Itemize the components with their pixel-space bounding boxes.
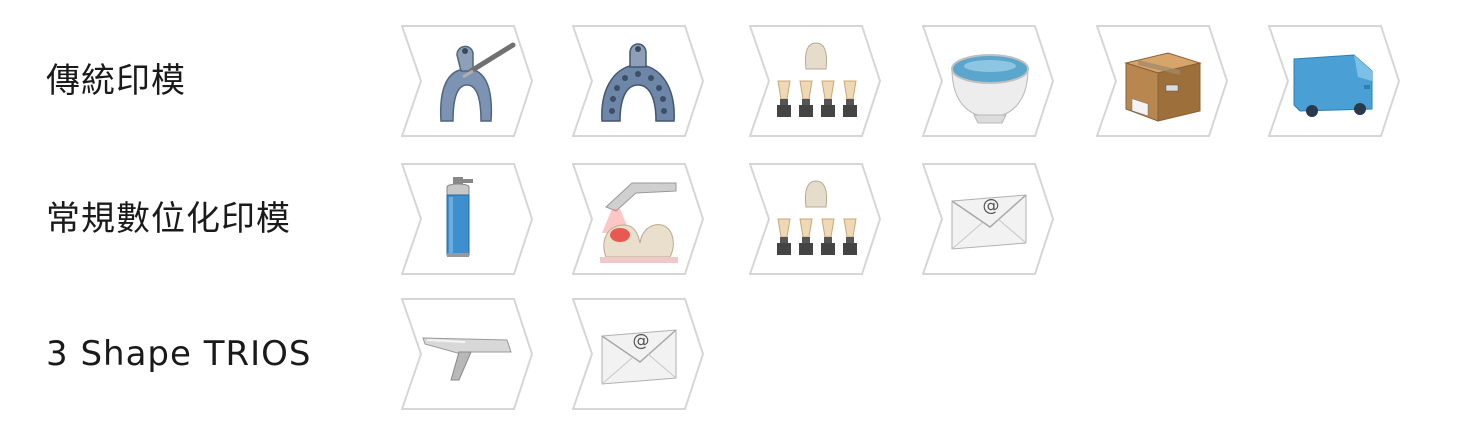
workflow-step xyxy=(749,25,883,137)
workflow-step xyxy=(572,25,706,137)
workflow-label: 常規數位化印模 xyxy=(46,199,291,239)
workflow-step xyxy=(572,163,706,275)
workflow-label: 傳統印模 xyxy=(46,61,186,101)
impression-tray-icon xyxy=(601,43,675,122)
workflow-step xyxy=(1268,25,1402,137)
workflow-step xyxy=(401,163,535,275)
workflow-row-traditional: 傳統印模 xyxy=(0,25,1469,137)
workflow-step: @ xyxy=(572,298,706,410)
shipping-box-icon xyxy=(1124,52,1202,122)
spray-can-icon xyxy=(446,177,473,257)
workflow-step xyxy=(401,298,535,410)
impression-tray-syringe-icon xyxy=(439,42,516,122)
envelope-glyph: @ xyxy=(633,331,650,351)
scanner-on-teeth-icon xyxy=(600,182,678,263)
intraoral-scanner-icon xyxy=(422,337,512,381)
dental-model-dies-icon xyxy=(777,180,857,255)
workflow-step xyxy=(401,25,535,137)
email-envelope-icon: @ xyxy=(601,329,677,385)
workflow-step xyxy=(1096,25,1230,137)
workflow-step: @ xyxy=(922,163,1056,275)
workflow-step xyxy=(922,25,1056,137)
workflow-row-3shape-trios: 3 Shape TRIOS @ xyxy=(0,298,1469,410)
workflow-step xyxy=(749,163,883,275)
workflow-row-conventional-digital: 常規數位化印模 xyxy=(0,163,1469,275)
delivery-van-icon xyxy=(1293,54,1373,117)
workflow-label: 3 Shape TRIOS xyxy=(46,334,312,374)
envelope-glyph: @ xyxy=(983,196,1000,216)
email-envelope-icon: @ xyxy=(951,194,1027,250)
mixing-bowl-icon xyxy=(951,54,1029,124)
dental-model-dies-icon xyxy=(777,42,857,117)
